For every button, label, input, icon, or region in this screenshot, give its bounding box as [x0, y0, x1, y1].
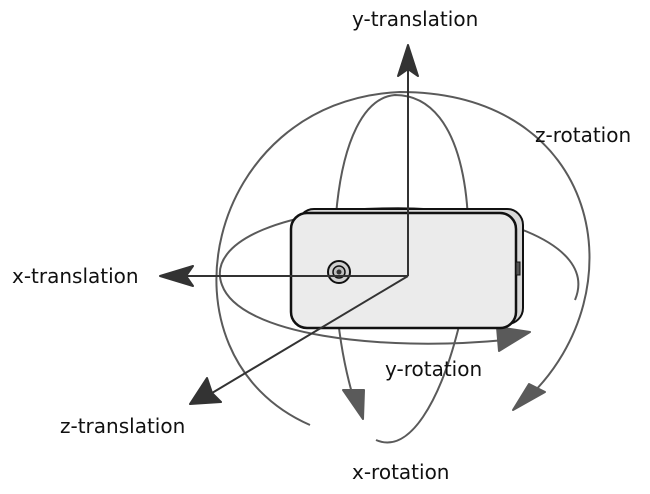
z-translation-label: z-translation [60, 414, 186, 438]
z-rotation-arc [215, 90, 591, 426]
device-camera-icon [327, 260, 351, 284]
device-body [289, 208, 524, 330]
x-translation-label: x-translation [12, 264, 139, 288]
z-translation-axis [211, 275, 409, 394]
z-rotation-arrowhead [512, 383, 546, 411]
z-rotation-label: z-rotation [535, 123, 632, 147]
x-translation-arrowhead [159, 265, 194, 287]
y-rotation-label: y-rotation [385, 357, 483, 381]
x-rotation-arrowhead [342, 389, 365, 420]
y-translation-arrowhead [397, 44, 419, 77]
y-rotation-arc [218, 206, 580, 345]
y-translation-label: y-translation [352, 7, 479, 31]
x-rotation-label: x-rotation [352, 460, 450, 484]
device-side-button [515, 261, 521, 276]
z-translation-arrowhead [189, 377, 222, 405]
y-rotation-arrowhead [496, 326, 531, 352]
